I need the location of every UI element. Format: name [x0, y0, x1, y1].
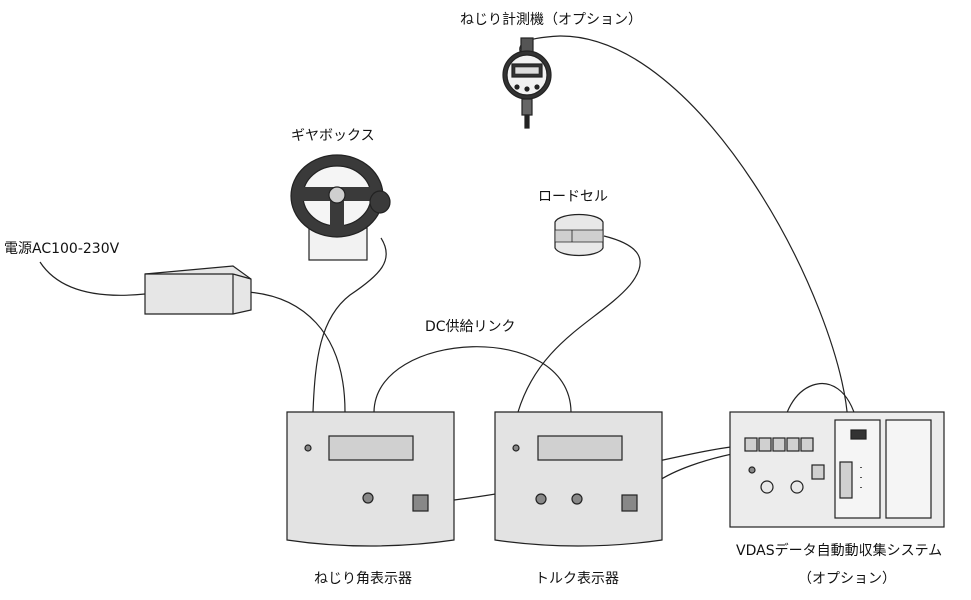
label-load-cell: ロードセル [538, 189, 608, 205]
gearbox [290, 154, 391, 261]
cable-gearbox-to-angle-display [312, 237, 387, 413]
vdas-unit [729, 411, 945, 528]
label-dc-link: DC供給リンク [425, 319, 516, 335]
label-torque-display: トルク表示器 [535, 571, 619, 587]
label-power-supply: 電源AC100-230V [4, 241, 120, 257]
label-vdas: VDASデータ自動動収集システム [736, 543, 943, 559]
cable-loadcell-to-torque-display [517, 235, 641, 413]
angle-display-unit [286, 411, 455, 547]
cable-power-to-angle-display [247, 291, 346, 413]
label-torsion-meter: ねじり計測機（オプション） [460, 12, 642, 28]
power-supply-box [144, 265, 252, 315]
label-gearbox: ギヤボックス [291, 128, 375, 144]
label-vdas-option: （オプション） [798, 571, 896, 587]
torsion-meter [502, 37, 552, 129]
cable-power-input [39, 261, 146, 296]
load-cell [554, 213, 604, 257]
cable-dc-link [373, 346, 572, 413]
torque-display-unit [494, 411, 663, 547]
label-angle-display: ねじり角表示器 [314, 571, 412, 587]
